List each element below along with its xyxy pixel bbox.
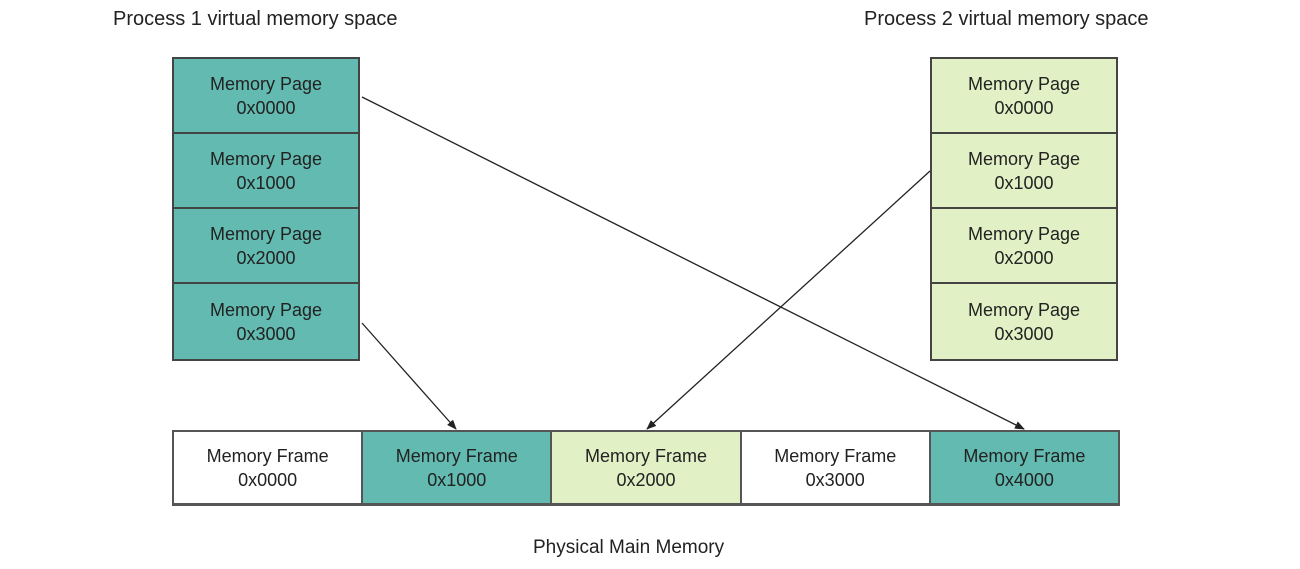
- page-address: 0x3000: [994, 323, 1054, 344]
- page-address: 0x3000: [236, 323, 296, 344]
- process1-page: Memory Page 0x3000: [174, 284, 358, 359]
- process1-page-stack: Memory Page 0x0000 Memory Page 0x1000 Me…: [172, 57, 360, 361]
- page-label: Memory Page: [967, 223, 1081, 244]
- frame-address: 0x0000: [238, 469, 298, 490]
- arrow-p2-0x1000-to-frame-0x2000: [646, 170, 931, 430]
- process2-page: Memory Page 0x0000: [932, 59, 1116, 134]
- process2-page-stack: Memory Page 0x0000 Memory Page 0x1000 Me…: [930, 57, 1118, 361]
- memory-frame: Memory Frame 0x1000: [363, 432, 553, 503]
- arrow-p1-0x3000-to-frame-0x1000: [361, 322, 457, 430]
- frame-label: Memory Frame: [774, 445, 897, 466]
- page-label: Memory Page: [967, 148, 1081, 169]
- frame-address: 0x4000: [994, 469, 1054, 490]
- process1-page: Memory Page 0x1000: [174, 134, 358, 209]
- process1-title: Process 1 virtual memory space: [113, 8, 398, 30]
- page-label: Memory Page: [967, 73, 1081, 94]
- page-label: Memory Page: [209, 223, 323, 244]
- physical-memory-title: Physical Main Memory: [533, 537, 725, 558]
- frame-label: Memory Frame: [585, 445, 708, 466]
- process2-page: Memory Page 0x2000: [932, 209, 1116, 284]
- memory-frame: Memory Frame 0x3000: [741, 432, 931, 503]
- frame-label: Memory Frame: [395, 445, 518, 466]
- memory-frame: Memory Frame 0x0000: [174, 432, 364, 503]
- page-label: Memory Page: [209, 73, 323, 94]
- frame-address: 0x3000: [805, 469, 865, 490]
- page-label: Memory Page: [209, 299, 323, 320]
- page-address: 0x2000: [994, 247, 1054, 268]
- arrow-p1-0x0000-to-frame-0x4000: [361, 96, 1025, 430]
- physical-memory-frames: Memory Frame 0x0000 Memory Frame 0x1000 …: [172, 430, 1120, 506]
- frame-label: Memory Frame: [963, 445, 1086, 466]
- page-address: 0x0000: [236, 97, 296, 118]
- process2-page: Memory Page 0x1000: [932, 134, 1116, 209]
- page-label: Memory Page: [967, 299, 1081, 320]
- frame-label: Memory Frame: [206, 445, 329, 466]
- page-address: 0x1000: [236, 172, 296, 193]
- process1-page: Memory Page 0x0000: [174, 59, 358, 134]
- frame-address: 0x2000: [616, 469, 676, 490]
- page-address: 0x0000: [994, 97, 1054, 118]
- memory-frame: Memory Frame 0x4000: [930, 432, 1119, 503]
- process2-title: Process 2 virtual memory space: [864, 8, 1149, 30]
- process2-page: Memory Page 0x3000: [932, 284, 1116, 359]
- page-label: Memory Page: [209, 148, 323, 169]
- frame-address: 0x1000: [427, 469, 487, 490]
- memory-frame: Memory Frame 0x2000: [552, 432, 742, 503]
- page-address: 0x1000: [994, 172, 1054, 193]
- process1-page: Memory Page 0x2000: [174, 209, 358, 284]
- page-address: 0x2000: [236, 247, 296, 268]
